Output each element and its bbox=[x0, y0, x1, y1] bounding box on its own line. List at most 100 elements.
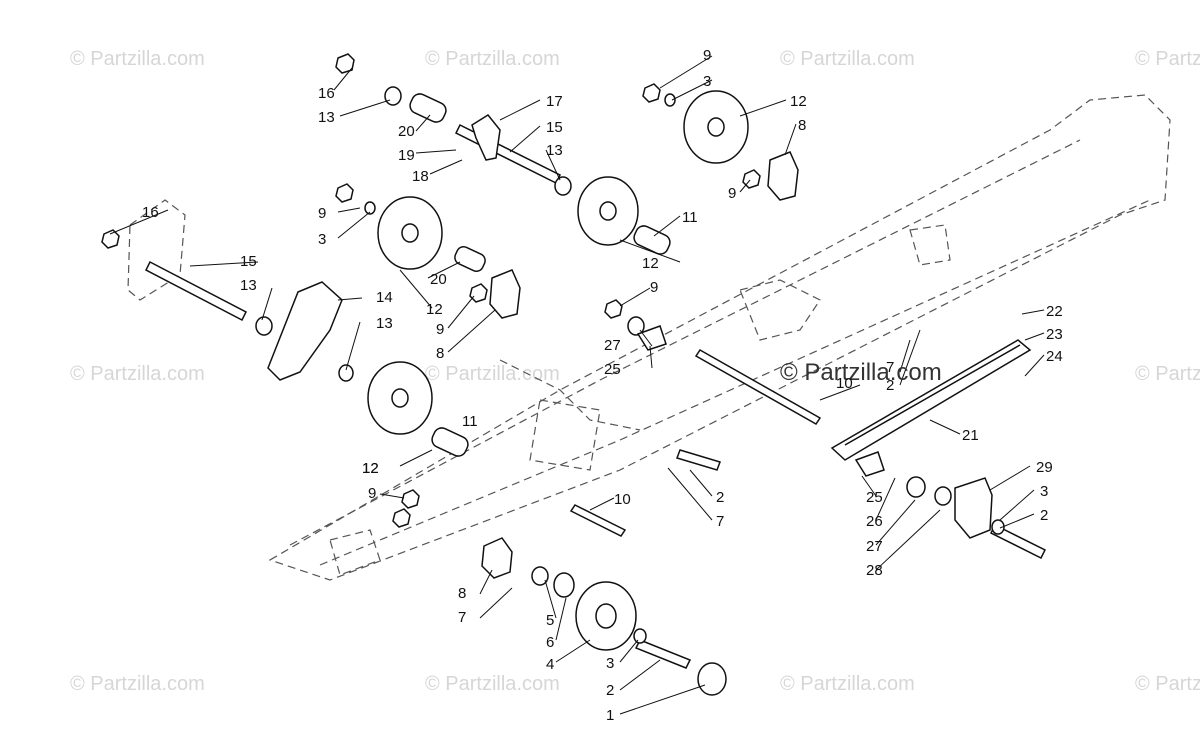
callout-label: 20 bbox=[398, 123, 415, 140]
callout-label: 12 bbox=[790, 93, 807, 110]
nut-16-left bbox=[101, 229, 120, 249]
leader-lines bbox=[109, 55, 1045, 715]
watermark-2: © Partzilla.com bbox=[425, 48, 560, 70]
bolt-10-lower bbox=[569, 504, 627, 537]
nut-9-e bbox=[604, 299, 623, 319]
callout-label: 12 bbox=[426, 301, 443, 318]
spacer-20-upper bbox=[409, 93, 447, 123]
callout-label: 13 bbox=[318, 109, 335, 126]
callout-label: 28 bbox=[866, 562, 883, 579]
watermark-8: © Partzilla.com bbox=[70, 673, 205, 695]
shaft-15-upper bbox=[454, 123, 562, 185]
callout-label: 1 bbox=[606, 707, 614, 724]
callout-label: 18 bbox=[412, 168, 429, 185]
callout-label: 9 bbox=[436, 321, 444, 338]
callout-label: 13 bbox=[546, 142, 563, 159]
watermark-11: © Partzilla.com bbox=[1135, 673, 1200, 695]
callout-label: 16 bbox=[318, 85, 335, 102]
mount-8-upper bbox=[767, 151, 799, 201]
callout-label: 25 bbox=[604, 361, 621, 378]
watermark-5: © Partzilla.com bbox=[70, 363, 205, 385]
callout-label: 29 bbox=[1036, 459, 1053, 476]
clip-25-upper bbox=[636, 325, 667, 351]
callout-label: 27 bbox=[604, 337, 621, 354]
callout-label: 2 bbox=[886, 377, 894, 394]
callout-label: 6 bbox=[546, 634, 554, 651]
bolt-2-front bbox=[634, 639, 692, 669]
spacer-11-middle bbox=[633, 225, 671, 255]
callout-label: 3 bbox=[318, 231, 326, 248]
callout-label: 2 bbox=[716, 489, 724, 506]
center-watermark: © Partzilla.com bbox=[780, 359, 942, 386]
callout-label: 12 bbox=[642, 255, 659, 272]
nut-9-a bbox=[642, 83, 661, 103]
watermark-6: © Partzilla.com bbox=[425, 363, 560, 385]
nut-9-c bbox=[335, 183, 354, 203]
watermark-10: © Partzilla.com bbox=[780, 673, 915, 695]
callout-label: 8 bbox=[458, 585, 466, 602]
callout-label: 8 bbox=[798, 117, 806, 134]
spring-21 bbox=[830, 339, 1032, 461]
mount-8-front bbox=[481, 537, 513, 579]
rail-frame bbox=[127, 94, 1171, 581]
callout-label: 27 bbox=[866, 538, 883, 555]
spacers bbox=[255, 86, 952, 598]
callout-label: 14 bbox=[376, 289, 393, 306]
callout-label: 15 bbox=[546, 119, 563, 136]
callout-label: 9 bbox=[368, 485, 376, 502]
watermark-9: © Partzilla.com bbox=[425, 673, 560, 695]
callout-label: 26 bbox=[866, 513, 883, 530]
callout-label: 13 bbox=[240, 277, 257, 294]
clip-25-lower bbox=[854, 451, 885, 477]
callout-label: 10 bbox=[614, 491, 631, 508]
callout-label: 8 bbox=[436, 345, 444, 362]
callout-label: 22 bbox=[1046, 303, 1063, 320]
callout-label: 23 bbox=[1046, 326, 1063, 343]
callout-label: 17 bbox=[546, 93, 563, 110]
spacer-11-lower bbox=[431, 427, 469, 457]
callout-label: 19 bbox=[398, 147, 415, 164]
nut-9-g bbox=[392, 508, 411, 528]
cap-1 bbox=[697, 662, 727, 696]
callout-label: 2 bbox=[606, 682, 614, 699]
callout-label: 13 bbox=[376, 315, 393, 332]
callout-label: 9 bbox=[318, 205, 326, 222]
callout-label: 20 bbox=[430, 271, 447, 288]
bolt-7-center bbox=[676, 449, 721, 471]
bolt-10-upper bbox=[694, 349, 822, 425]
callout-label: 11 bbox=[682, 209, 698, 226]
callout-label: 16 bbox=[142, 204, 159, 221]
block-29 bbox=[954, 477, 993, 539]
brackets bbox=[267, 114, 1032, 579]
nut-9-f bbox=[401, 489, 420, 509]
callout-label: 21 bbox=[962, 427, 979, 444]
callout-label: 7 bbox=[886, 359, 894, 376]
callout-label: 12 bbox=[362, 460, 379, 477]
nut-9-d bbox=[469, 283, 488, 303]
callout-labels: 16 13 20 19 18 17 15 13 9 3 12 8 9 16 15… bbox=[142, 47, 1063, 724]
callout-label: 4 bbox=[546, 656, 554, 673]
callout-label: 15 bbox=[240, 253, 257, 270]
watermark-layer: © Partzilla.com © Partzilla.com © Partzi… bbox=[70, 48, 1200, 695]
callout-label: 25 bbox=[866, 489, 883, 506]
callout-label: 9 bbox=[650, 279, 658, 296]
callout-label: 9 bbox=[703, 47, 711, 64]
callout-label: 3 bbox=[703, 73, 711, 90]
shaft-15-left bbox=[144, 260, 248, 322]
nuts bbox=[101, 53, 1005, 644]
callout-label: 11 bbox=[462, 413, 478, 430]
callout-label: 2 bbox=[1040, 507, 1048, 524]
callout-label: 10 bbox=[836, 375, 853, 392]
watermark-3: © Partzilla.com bbox=[780, 48, 915, 70]
callout-label: 5 bbox=[546, 612, 554, 629]
nut-16-upper bbox=[335, 53, 355, 74]
spacer-20-left bbox=[454, 246, 486, 272]
watermark-7: © Partzilla.com bbox=[1135, 363, 1200, 385]
watermark-1: © Partzilla.com bbox=[70, 48, 205, 70]
callout-label: 3 bbox=[1040, 483, 1048, 500]
bracket-17 bbox=[471, 114, 501, 161]
callout-label: 7 bbox=[716, 513, 724, 530]
callout-label: 9 bbox=[728, 185, 736, 202]
arm-14 bbox=[267, 281, 343, 381]
